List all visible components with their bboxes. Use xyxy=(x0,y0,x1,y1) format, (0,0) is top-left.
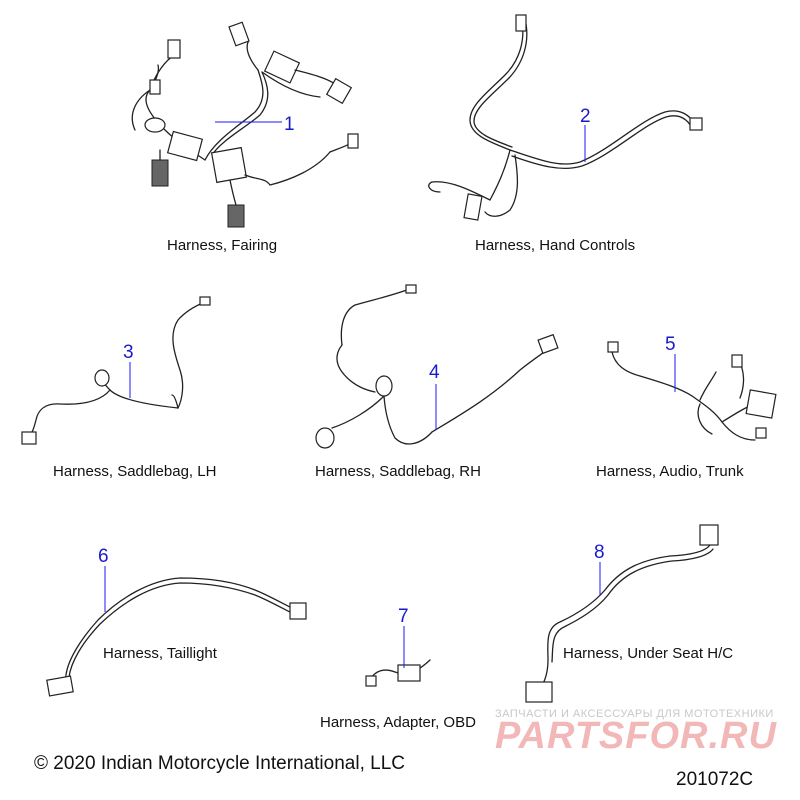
harness-audio-trunk-drawing xyxy=(607,341,777,441)
callout-number-1: 1 xyxy=(284,114,295,135)
callout-number-4: 4 xyxy=(429,362,440,383)
callout-number-8: 8 xyxy=(594,542,605,563)
harness-under-seat-hc-drawing xyxy=(525,524,719,703)
caption-harness-fairing: Harness, Fairing xyxy=(167,237,277,254)
watermark-brand: PARTSFOR.RU xyxy=(495,715,777,757)
harness-fairing-drawing xyxy=(131,21,359,228)
callout-number-6: 6 xyxy=(98,546,109,567)
harness-adapter-obd-drawing xyxy=(365,659,431,687)
caption-harness-taillight: Harness, Taillight xyxy=(103,645,218,662)
caption-harness-audio-trunk: Harness, Audio, Trunk xyxy=(596,463,744,480)
caption-harness-saddlebag-lh: Harness, Saddlebag, LH xyxy=(53,463,216,480)
caption-harness-adapter-obd: Harness, Adapter, OBD xyxy=(320,714,476,731)
harness-saddlebag-lh-drawing xyxy=(21,296,211,445)
harness-hand-controls-drawing xyxy=(428,14,703,221)
caption-harness-hand-controls: Harness, Hand Controls xyxy=(475,237,635,254)
callout-number-3: 3 xyxy=(123,342,134,363)
copyright-notice: © 2020 Indian Motorcycle International, … xyxy=(34,753,405,774)
watermark-tagline: ЗАПЧАСТИ И АКСЕССУАРЫ ДЛЯ МОТОТЕХНИКИ xyxy=(495,708,774,720)
harness-saddlebag-rh-drawing xyxy=(315,284,559,449)
harness-taillight-drawing xyxy=(46,577,307,697)
caption-harness-under-seat-hc: Harness, Under Seat H/C xyxy=(563,645,733,662)
callout-number-7: 7 xyxy=(398,606,409,627)
callout-number-2: 2 xyxy=(580,106,591,127)
callout-number-5: 5 xyxy=(665,334,676,355)
caption-harness-saddlebag-rh: Harness, Saddlebag, RH xyxy=(315,463,481,480)
drawing-code: 201072C xyxy=(676,769,753,790)
